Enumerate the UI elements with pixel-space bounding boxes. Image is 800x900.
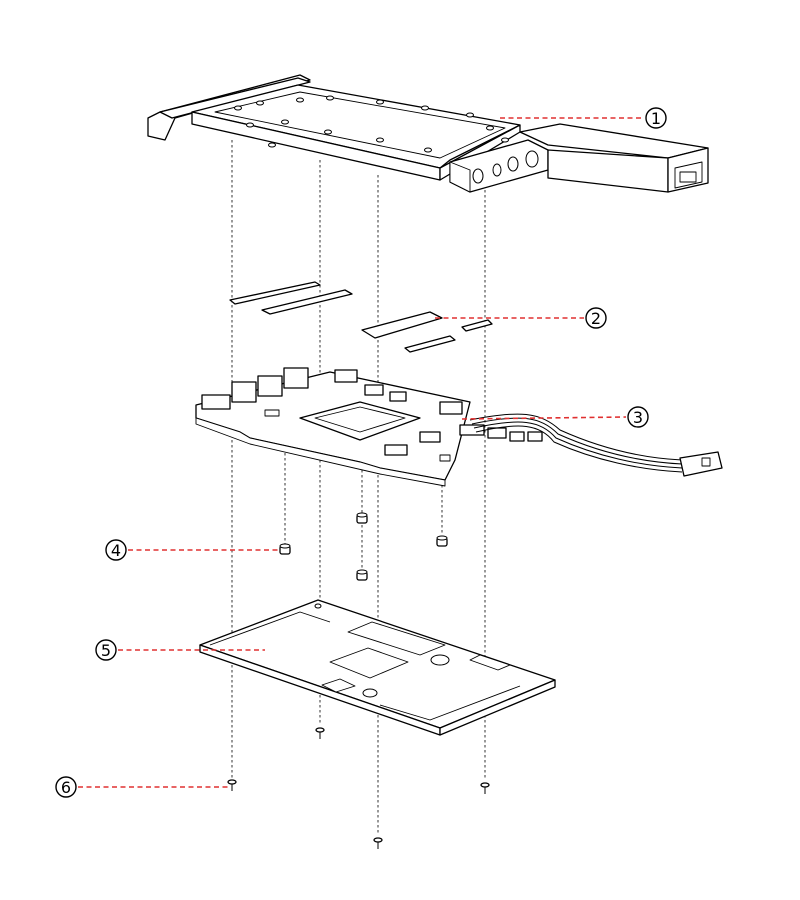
callout-label-1: 1 [651, 109, 661, 128]
screw [373, 837, 383, 849]
callout-3: 3 [627, 406, 649, 428]
part-6-screws [227, 727, 490, 849]
standoff [436, 535, 448, 547]
board-components [201, 367, 543, 462]
part-5-backplate [199, 599, 556, 736]
standoff [356, 512, 368, 524]
part-2-thermal-pads [229, 281, 493, 353]
callout-4: 4 [105, 539, 127, 561]
callout-label-2: 2 [591, 309, 601, 328]
callout-5: 5 [95, 639, 117, 661]
part-3-circuit-board [195, 367, 723, 487]
screw [480, 782, 490, 794]
callout-2: 2 [585, 307, 607, 329]
screw [315, 727, 325, 739]
part-1-cover-bracket [147, 74, 709, 193]
part-4-standoffs [279, 512, 448, 581]
standoff [279, 543, 291, 555]
io-ports [472, 150, 539, 184]
callout-label-5: 5 [101, 641, 111, 660]
callout-label-3: 3 [633, 408, 643, 427]
cover-holes [234, 95, 509, 153]
callout-1: 1 [645, 107, 667, 129]
callout-label-4: 4 [111, 541, 121, 560]
callout-leaders [78, 117, 644, 788]
power-cable [469, 413, 683, 473]
leader-line-3 [461, 416, 627, 420]
callout-label-6: 6 [61, 778, 71, 797]
screw [227, 779, 237, 791]
standoff [356, 569, 368, 581]
callout-6: 6 [55, 776, 77, 798]
